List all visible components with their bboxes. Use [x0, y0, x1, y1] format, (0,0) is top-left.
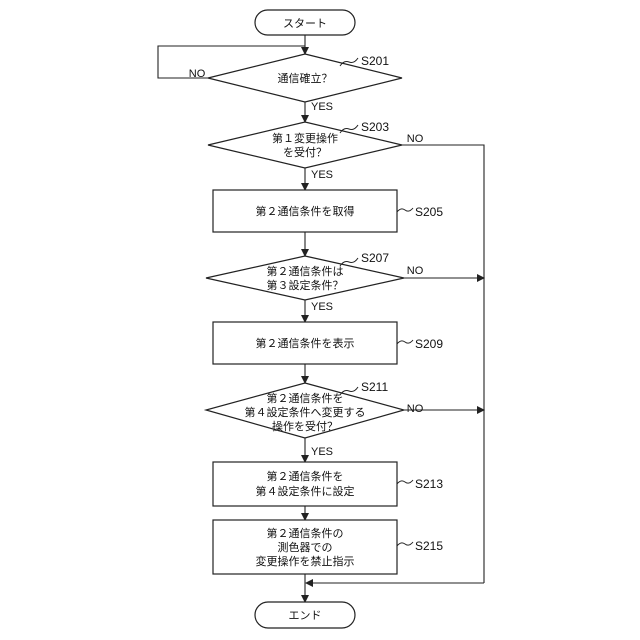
- s213-step-label: S213: [415, 477, 443, 491]
- s207-no-label: NO: [407, 265, 424, 277]
- s207-line-2: 第３設定条件？: [267, 278, 344, 292]
- s203-line-2: を受付？: [283, 146, 327, 159]
- end-label: エンド: [289, 609, 322, 622]
- s207-yes-label: YES: [311, 301, 333, 313]
- s213-line-1: 第２通信条件を: [267, 469, 344, 483]
- s209-leader: [397, 340, 413, 344]
- s203-yes-label: YES: [311, 169, 333, 181]
- s211-step-label: S211: [361, 380, 388, 394]
- s205-leader: [397, 208, 413, 212]
- s207-step-label: S207: [361, 251, 389, 265]
- s213-line-2: 第４設定条件に設定: [256, 484, 355, 498]
- s215-leader: [397, 542, 413, 546]
- s211-yes-label: YES: [311, 446, 333, 458]
- s201-step-label: S201: [361, 54, 389, 68]
- s211-line-2: 第４設定条件へ変更する: [245, 405, 366, 419]
- s203-line-1: 第１変更操作: [272, 131, 338, 145]
- s215-step-label: S215: [415, 539, 443, 553]
- process-s213: [213, 462, 397, 506]
- s215-line-2: 測色器での: [278, 540, 333, 554]
- s209-line-1: 第２通信条件を表示: [256, 336, 355, 350]
- s213-leader: [397, 480, 413, 484]
- s215-line-3: 変更操作を禁止指示: [256, 554, 355, 568]
- s211-no-label: NO: [407, 403, 424, 415]
- s201-no-label: NO: [189, 68, 206, 80]
- s201-yes-label: YES: [311, 101, 333, 113]
- start-label: スタート: [283, 17, 327, 30]
- s205-step-label: S205: [415, 205, 443, 219]
- s203-step-label: S203: [361, 120, 389, 134]
- s215-line-1: 第２通信条件の: [267, 526, 344, 540]
- s205-line-1: 第２通信条件を取得: [256, 204, 355, 218]
- s209-step-label: S209: [415, 337, 443, 351]
- s201-line-1: 通信確立？: [278, 71, 333, 85]
- s203-no-label: NO: [407, 133, 424, 145]
- s211-line-1: 第２通信条件を: [267, 391, 344, 405]
- s211-line-3: 操作を受付？: [272, 419, 338, 433]
- s207-line-1: 第２通信条件は: [267, 264, 344, 278]
